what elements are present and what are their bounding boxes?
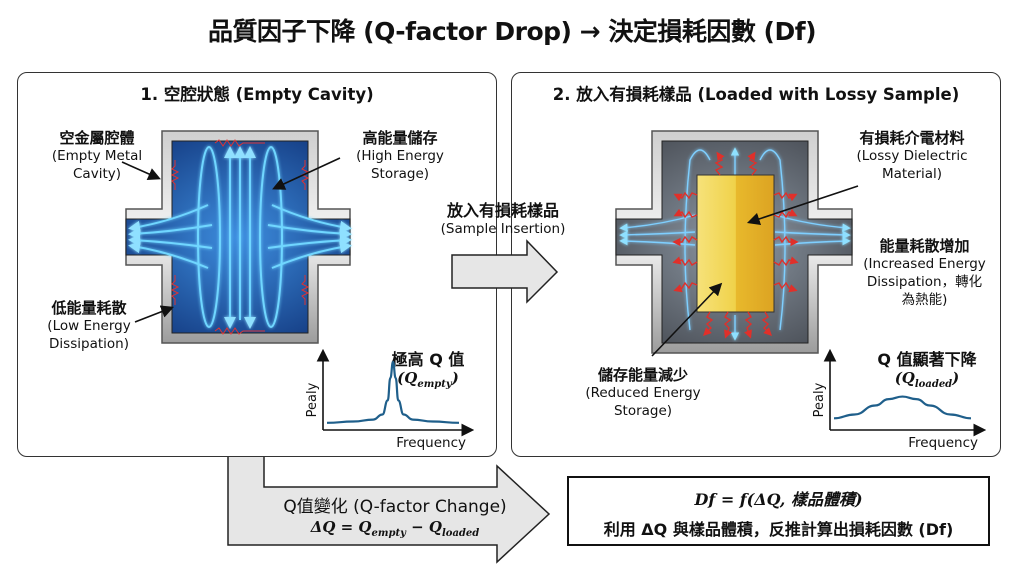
metal-cavity-label-en2: Cavity): [73, 166, 121, 182]
low-dissipation-label-en2: Dissipation): [49, 336, 129, 352]
increased-dissipation-label: 能量耗散增加 (Increased Energy Dissipation，轉化 …: [857, 237, 992, 309]
df-formula: Df = f(ΔQ, 樣品體積): [694, 490, 863, 509]
increased-dissipation-label-en1: (Increased Energy: [863, 256, 986, 272]
low-dissipation-label: 低能量耗散 (Low Energy Dissipation): [34, 299, 144, 353]
increased-dissipation-label-zh: 能量耗散增加: [879, 237, 970, 255]
q-change-sub-empty: empty: [371, 528, 406, 539]
loaded-cavity-panel: 2. 放入有損耗樣品 (Loaded with Lossy Sample) 有損…: [511, 72, 1001, 457]
lossy-material-label-en2: Material): [881, 166, 943, 182]
reduced-storage-label-en2: Storage): [613, 403, 673, 419]
loaded-q-symbol: (Q: [894, 369, 915, 387]
lossy-material-label-en1: (Lossy Dielectric: [856, 148, 968, 164]
loaded-q-caption: Q 值顯著下降 (Qloaded): [867, 351, 987, 394]
increased-dissipation-label-en3: 為熱能): [901, 292, 948, 308]
empty-cavity-panel: 1. 空腔狀態 (Empty Cavity) 空金屬腔體 (Empty Meta…: [17, 72, 497, 457]
df-result-box: Df = f(ΔQ, 樣品體積) 利用 ΔQ 與樣品體積，反推計算出損耗因數 (…: [567, 476, 990, 546]
high-energy-label-en2: Storage): [370, 166, 430, 182]
sample-insertion-label-zh: 放入有損耗樣品: [446, 201, 559, 220]
loaded-q-close: ): [952, 369, 960, 387]
loaded-q-subscript: loaded: [914, 379, 953, 390]
empty-q-close: ): [451, 369, 459, 387]
empty-q-caption: 極高 Q 值 (Qempty): [373, 351, 483, 394]
increased-dissipation-label-en2: Dissipation，轉化: [866, 274, 983, 290]
reduced-storage-label: 儲存能量減少 (Reduced Energy Storage): [578, 366, 708, 420]
high-energy-label: 高能量儲存 (High Energy Storage): [340, 129, 460, 183]
low-dissipation-label-en1: (Low Energy: [47, 318, 131, 334]
df-description: 利用 ΔQ 與樣品體積，反推計算出損耗因數 (Df): [603, 520, 954, 539]
diagram-title: 品質因子下降 (Q-factor Drop) → 決定損耗因數 (Df): [207, 17, 817, 46]
metal-cavity-label-en1: (Empty Metal: [51, 148, 143, 164]
reduced-storage-label-zh: 儲存能量減少: [597, 366, 688, 384]
loaded-cavity-heading: 2. 放入有損耗樣品 (Loaded with Lossy Sample): [552, 85, 960, 104]
q-change-formula: ΔQ = Qempty − Qloaded: [250, 518, 540, 539]
reduced-storage-label-en1: (Reduced Energy: [585, 385, 701, 401]
lossy-material-label: 有損耗介電材料 (Lossy Dielectric Material): [842, 129, 982, 183]
high-energy-label-zh: 高能量儲存: [362, 129, 438, 147]
q-change-label: Q值變化 (Q-factor Change): [283, 497, 507, 517]
metal-cavity-label: 空金屬腔體 (Empty Metal Cavity): [32, 129, 162, 183]
q-change-minus: − Q: [405, 518, 442, 536]
q-change-text: Q值變化 (Q-factor Change) ΔQ = Qempty − Qlo…: [250, 492, 540, 539]
metal-cavity-label-zh: 空金屬腔體: [59, 129, 135, 147]
empty-q-symbol: (Q: [397, 369, 418, 387]
empty-q-caption-zh: 極高 Q 值: [391, 350, 465, 369]
empty-cavity-heading: 1. 空腔狀態 (Empty Cavity): [140, 85, 374, 104]
loaded-q-caption-zh: Q 值顯著下降: [877, 350, 977, 369]
high-energy-label-en1: (High Energy: [356, 148, 444, 164]
empty-q-subscript: empty: [417, 379, 452, 390]
sample-insertion-label: 放入有損耗樣品 (Sample Insertion): [428, 202, 578, 238]
lossy-material-label-zh: 有損耗介電材料: [859, 129, 965, 147]
low-dissipation-label-zh: 低能量耗散: [51, 299, 127, 317]
q-change-sub-loaded: loaded: [441, 528, 480, 539]
q-change-formula-lhs: ΔQ = Q: [310, 518, 372, 536]
sample-insertion-label-en: (Sample Insertion): [440, 221, 566, 237]
